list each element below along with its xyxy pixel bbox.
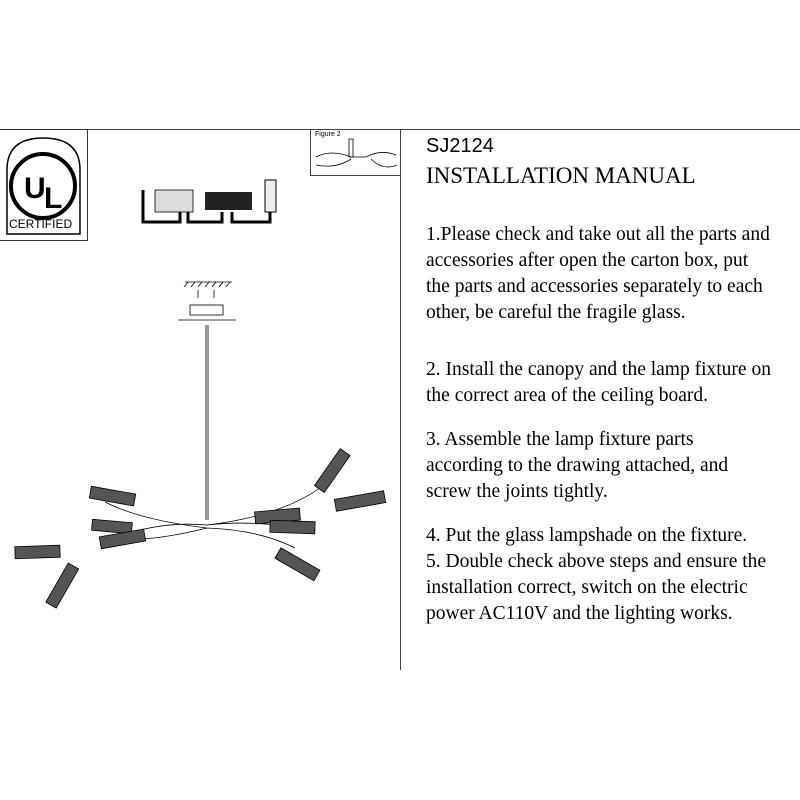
glass-shades xyxy=(14,448,387,609)
step-4-5: 4. Put the glass lampshade on the fixtur… xyxy=(426,525,767,624)
wiring-diagram xyxy=(141,179,277,224)
svg-text:CERTIFIED: CERTIFIED xyxy=(9,217,72,231)
step-1: 1.Please check and take out all the part… xyxy=(426,224,770,323)
svg-text:L: L xyxy=(44,182,62,215)
manual-title: INSTALLATION MANUAL xyxy=(426,163,696,188)
model-number: SJ2124 xyxy=(426,135,494,157)
fixture-drawing xyxy=(14,179,387,609)
figure-2: Figure 2 xyxy=(310,129,401,176)
ul-certified-logo: U L CERTIFIED xyxy=(0,129,88,241)
svg-text:U: U xyxy=(24,172,46,205)
column-divider xyxy=(400,129,401,670)
step-3: 3. Assemble the lamp fixture parts accor… xyxy=(426,429,729,502)
step-2: 2. Install the canopy and the lamp fixtu… xyxy=(426,359,771,406)
